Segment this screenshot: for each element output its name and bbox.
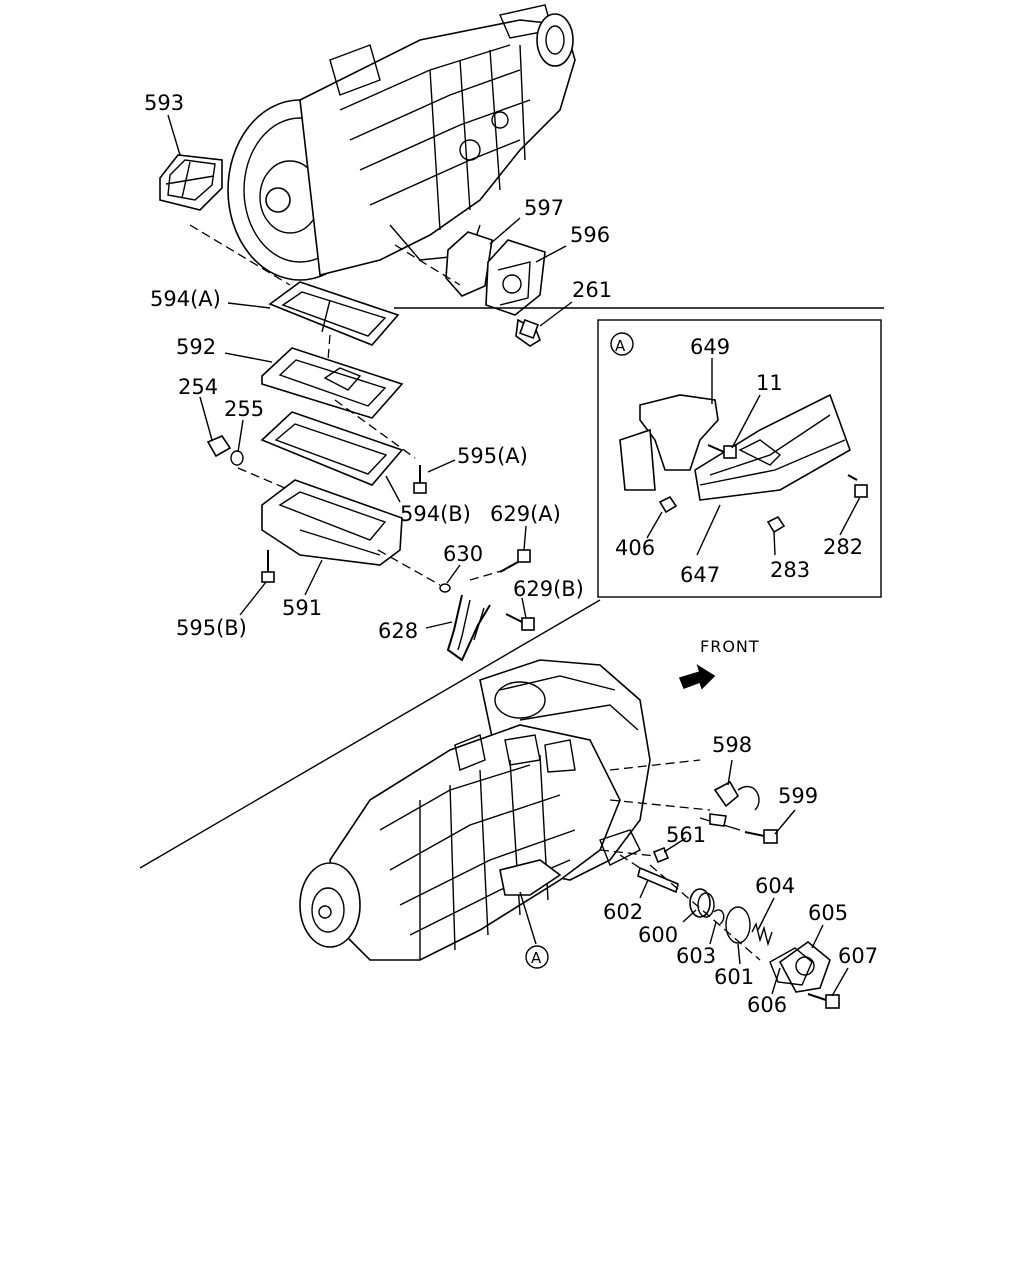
callout-leader-lines	[167, 114, 861, 997]
front-arrow	[678, 664, 716, 690]
label-597: 597	[524, 196, 564, 220]
label-282: 282	[823, 535, 863, 559]
label-598: 598	[712, 733, 752, 757]
label-629a: 629(A)	[490, 502, 561, 526]
label-283: 283	[770, 558, 810, 582]
reference-marker-a: A	[531, 949, 542, 967]
label-602: 602	[603, 900, 643, 924]
label-607: 607	[838, 944, 878, 968]
label-601: 601	[714, 965, 754, 989]
part-592-plate	[261, 347, 404, 419]
label-595a: 595(A)	[457, 444, 528, 468]
fasteners-upper	[206, 319, 539, 662]
part-593-filter	[159, 154, 223, 211]
label-595b: 595(B)	[176, 616, 247, 640]
section-divider-line	[139, 599, 601, 869]
label-603: 603	[676, 944, 716, 968]
label-629b: 629(B)	[513, 577, 584, 601]
label-605: 605	[808, 901, 848, 925]
label-604: 604	[755, 874, 795, 898]
callout-labels: 593 597 596 261 594(A) 592 254 255 595(A…	[144, 91, 878, 1017]
label-596: 596	[570, 223, 610, 247]
label-261: 261	[572, 278, 612, 302]
part-594a-gasket	[268, 281, 400, 346]
inset-marker-a: A	[615, 337, 626, 355]
part-596-597-cover	[445, 231, 546, 347]
label-593: 593	[144, 91, 184, 115]
reference-a-circle	[525, 945, 549, 969]
label-600: 600	[638, 923, 678, 947]
label-594a: 594(A)	[150, 287, 221, 311]
label-606: 606	[747, 993, 787, 1017]
lower-transmission-drawing	[299, 659, 651, 961]
label-406: 406	[615, 536, 655, 560]
label-599: 599	[778, 784, 818, 808]
label-649: 649	[690, 335, 730, 359]
inset-a-bracket-drawing	[619, 393, 868, 534]
label-11: 11	[756, 371, 783, 395]
part-594b-gasket	[260, 411, 404, 486]
label-628: 628	[378, 619, 418, 643]
assembly-guide-lines	[189, 224, 761, 961]
label-561: 561	[666, 823, 706, 847]
label-630: 630	[443, 542, 483, 566]
label-647: 647	[680, 563, 720, 587]
label-592: 592	[176, 335, 216, 359]
front-label: FRONT	[700, 637, 760, 656]
label-255: 255	[224, 397, 264, 421]
inset-a-frame	[394, 307, 884, 598]
upper-transmission-drawing	[227, 4, 576, 281]
label-254: 254	[178, 375, 218, 399]
label-591: 591	[282, 596, 322, 620]
label-594b: 594(B)	[400, 502, 471, 526]
lower-right-parts	[637, 780, 840, 1009]
